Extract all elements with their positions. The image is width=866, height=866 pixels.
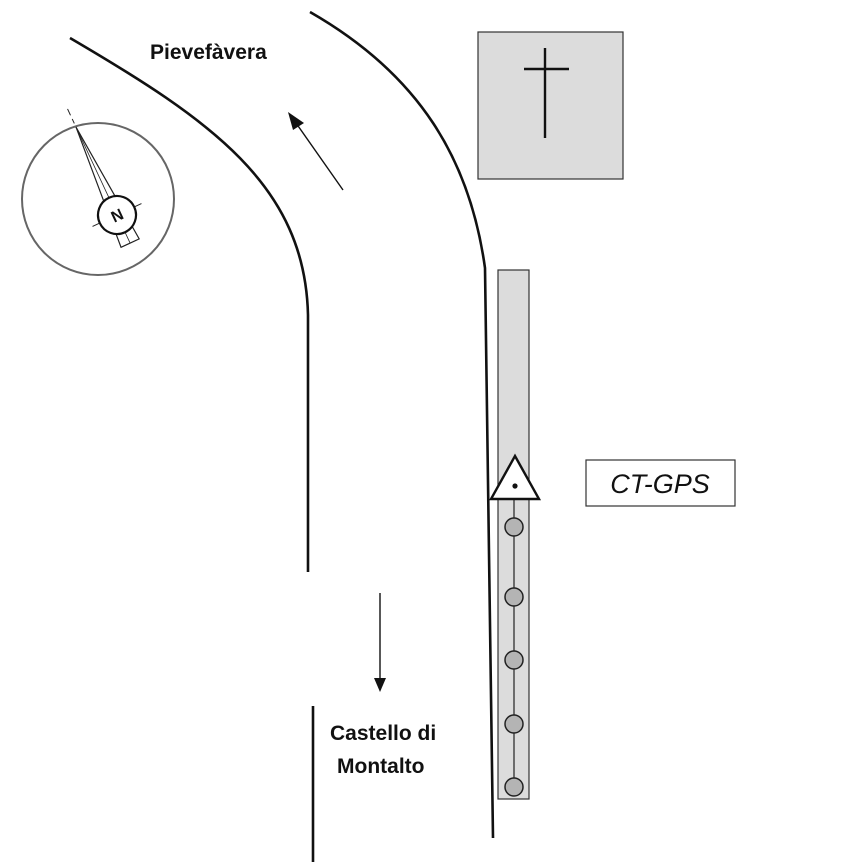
station-label: CT-GPS [610,469,710,499]
road-edge-west [69,36,310,572]
triangle-benchmark-icon [488,453,542,501]
circle-node-icon [504,587,524,607]
north-town-label: Pievefàvera [150,41,267,64]
circle-node-icon [504,777,524,797]
circle-node-icon [504,517,524,537]
south-town-label-line2: Montalto [337,755,424,778]
church-block [477,31,624,180]
station-label-box [585,459,736,507]
arrow-to-north-town [288,112,344,191]
south-town-label-line1: Castello di [330,722,436,745]
cross-icon [524,48,569,138]
road-edge-east [309,10,495,839]
sensor-nodes [504,517,524,797]
north-arrow-icon [67,108,142,249]
circle-node-icon [504,650,524,670]
circle-node-icon [504,714,524,734]
arrow-to-south-town [374,593,386,692]
compass: N [21,108,175,276]
compass-ring [21,122,175,276]
